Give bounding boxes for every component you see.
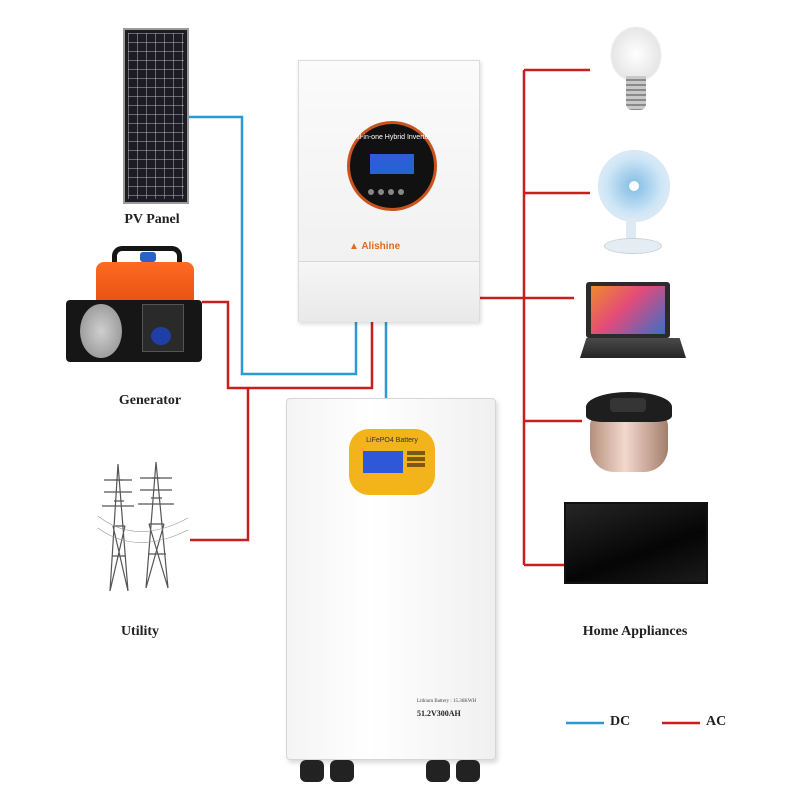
legend-ac-label: AC xyxy=(706,714,727,729)
bulb-icon xyxy=(612,28,660,80)
battery-badge-title: LiFePO4 Battery xyxy=(366,437,418,444)
tv-icon xyxy=(564,502,708,584)
ac-line-utility xyxy=(190,388,250,542)
generator-control-panel xyxy=(142,304,184,352)
brand-name: Alishine xyxy=(361,241,401,252)
brand-logo-icon: ▲ xyxy=(349,241,359,252)
fan-icon xyxy=(598,150,670,222)
inverter-display: All-in-one Hybrid Inverter xyxy=(347,121,437,211)
rice-cooker-lid xyxy=(586,392,672,422)
utility-label: Utility xyxy=(120,624,160,639)
fan-base xyxy=(604,238,662,254)
utility-tower-icon xyxy=(97,461,189,592)
battery-wheel-icon xyxy=(456,760,480,782)
inverter-bottom-panel xyxy=(299,261,479,322)
laptop-base xyxy=(580,338,686,358)
battery-wheel-icon xyxy=(426,760,450,782)
battery-spec-line: Lithium Battery : 15.36KWH xyxy=(417,699,477,704)
battery-badge: LiFePO4 Battery xyxy=(349,429,435,495)
laptop-icon xyxy=(586,282,670,338)
battery-wheel-icon xyxy=(330,760,354,782)
generator-label: Generator xyxy=(118,393,182,408)
lifepo4-battery: LiFePO4 Battery Lithium Battery : 15.36K… xyxy=(286,398,496,760)
legend-dc-label: DC xyxy=(610,714,631,729)
pv-panel-icon xyxy=(123,28,189,204)
generator-handle xyxy=(112,246,182,273)
generator-fuel-cap xyxy=(140,252,156,262)
fan-neck xyxy=(626,218,636,240)
home-appliances-label: Home Appliances xyxy=(582,624,688,639)
inverter-brand: ▲ Alishine xyxy=(349,241,400,252)
battery-lcd xyxy=(363,451,403,473)
inverter-buttons xyxy=(368,182,416,195)
dc-line-pv xyxy=(185,115,358,376)
hybrid-inverter: All-in-one Hybrid Inverter ▲ Alishine xyxy=(298,60,480,322)
inverter-screen-title: All-in-one Hybrid Inverter xyxy=(353,134,431,141)
generator-engine xyxy=(80,304,122,358)
inverter-lcd xyxy=(370,154,414,174)
battery-model: 51.2V300AH xyxy=(417,709,461,718)
pv-panel-label: PV Panel xyxy=(124,212,180,227)
battery-indicators xyxy=(407,451,425,473)
ac-line-generator xyxy=(202,300,374,390)
bulb-base xyxy=(626,76,646,110)
rice-cooker-icon xyxy=(590,412,668,472)
battery-wheel-icon xyxy=(300,760,324,782)
